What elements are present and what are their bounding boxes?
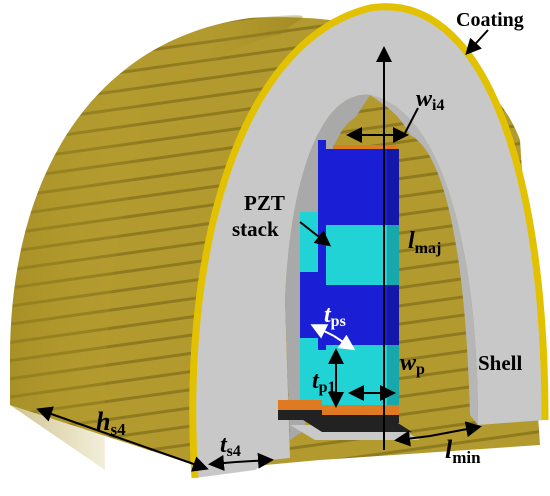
h-s4-line-b: [124, 439, 209, 472]
coating-shading: [10, 15, 303, 470]
coating-leader: [465, 29, 489, 55]
l-min-line-a: [394, 430, 431, 447]
t-ps-label: tps: [324, 302, 346, 330]
dimension-lines: [36, 29, 489, 472]
w-i4-label: wi4: [416, 86, 444, 114]
t-p1-label: tp1: [312, 368, 336, 396]
t-s4-line-a: [208, 455, 237, 471]
pzt-stack-left: [278, 212, 322, 420]
pzt-leader: [299, 221, 332, 247]
coating-label: Coating: [456, 9, 524, 31]
t-ps-line-a: [333, 334, 356, 351]
shell-label: Shell: [478, 351, 523, 375]
coating-edge: [189, 3, 549, 479]
pzt-label-line1: PZT: [244, 191, 285, 215]
l-min-label: lmin: [445, 435, 481, 467]
h-s4-line-a: [36, 406, 126, 441]
t-s4-line-b: [235, 452, 274, 469]
l-min-line-b: [429, 421, 482, 438]
h-s4-label: hs4: [96, 407, 126, 439]
pzt-label-line2: stack: [232, 217, 279, 241]
w-i4-leader: [404, 107, 419, 134]
t-ps-line-b: [310, 324, 335, 339]
w-p-label: wp: [400, 350, 425, 378]
shell-front-face: [192, 6, 545, 478]
l-maj-label: lmaj: [408, 228, 441, 257]
t-s4-label: ts4: [220, 432, 241, 460]
